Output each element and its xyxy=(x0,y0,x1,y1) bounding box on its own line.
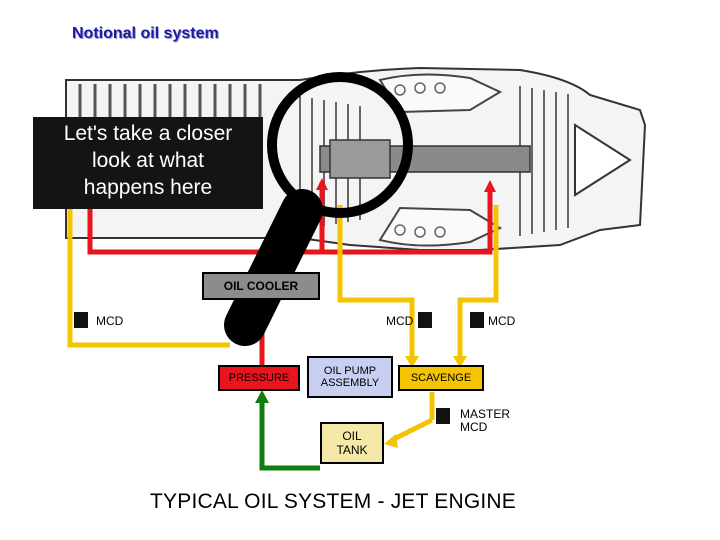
return-arrow-icon xyxy=(255,390,269,403)
mcd-plug-icons xyxy=(74,312,484,424)
pressure-arrow-icon xyxy=(316,178,328,190)
master-mcd-label: MASTER MCD xyxy=(460,408,510,434)
callout-line-1: Let's take a closer xyxy=(63,122,233,145)
magnifying-glass-icon xyxy=(224,72,413,346)
oil-pump-label-line1: OIL PUMP xyxy=(323,365,377,377)
callout-line-3: happens here xyxy=(83,176,213,199)
pressure-label: PRESSURE xyxy=(228,372,290,384)
diagram-caption: TYPICAL OIL SYSTEM - JET ENGINE xyxy=(150,490,516,513)
oil-pump-assembly-box: OIL PUMP ASSEMBLY xyxy=(307,356,393,398)
callout-line-2: look at what xyxy=(91,149,205,172)
callout-bubble: Let's take a closer look at what happens… xyxy=(33,117,263,209)
scavenge-arrow-icon xyxy=(405,356,419,368)
mcd-label-right: MCD xyxy=(488,314,516,328)
pressure-box: PRESSURE xyxy=(218,365,300,391)
master-mcd-line1: MASTER xyxy=(460,407,511,421)
oil-tank-box: OIL TANK xyxy=(320,422,384,464)
oil-cooler-label: OIL COOLER xyxy=(223,279,299,293)
mcd-label-center: MCD xyxy=(386,314,414,328)
pressure-arrow-icon xyxy=(484,180,496,192)
oil-cooler-box: OIL COOLER xyxy=(202,272,320,300)
return-line xyxy=(259,400,320,471)
oil-pump-label-line2: ASSEMBLY xyxy=(320,377,380,389)
mcd-label-left: MCD xyxy=(96,314,124,328)
diagram-title: Notional oil system xyxy=(72,25,219,42)
scavenge-label: SCAVENGE xyxy=(410,372,472,384)
oil-tank-label-line2: TANK xyxy=(336,443,368,457)
oil-tank-label-line1: OIL xyxy=(342,429,362,443)
scavenge-arrow-icon xyxy=(384,434,398,448)
scavenge-box: SCAVENGE xyxy=(398,365,484,391)
scavenge-arrow-icon xyxy=(453,356,467,368)
master-mcd-line2: MCD xyxy=(460,420,488,434)
